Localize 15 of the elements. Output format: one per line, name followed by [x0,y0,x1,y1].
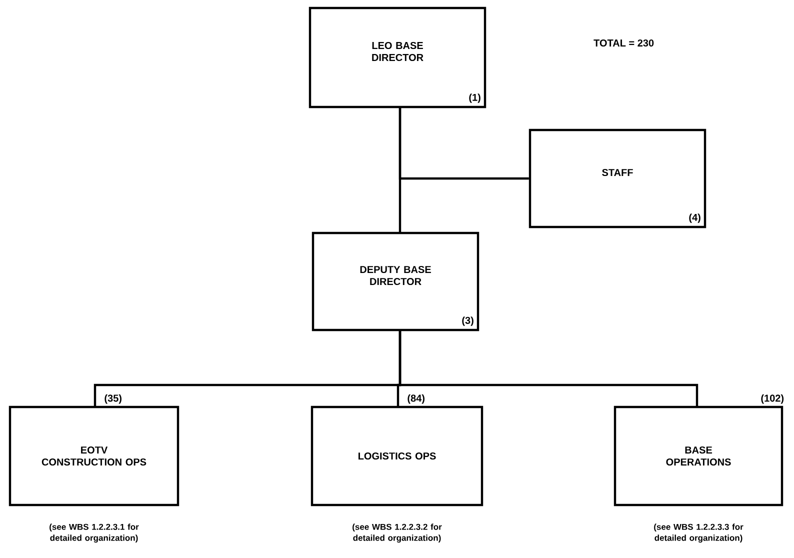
org-box: DEPUTY BASE DIRECTOR (3) [312,232,480,332]
org-box: STAFF (4) [528,128,706,228]
org-box: EOTV CONSTRUCTION OPS [8,406,180,506]
headcount-label: (84) [408,394,424,404]
note-text: (see WBS 1.2.2.3.1 for detailed organization) [50,524,139,543]
note-text: (see WBS 1.2.2.3.2 for detailed organization) [352,524,442,543]
org-box: BASE OPERATIONS [614,406,784,506]
org-box: LOGISTICS OPS [310,406,484,506]
connector-line [398,107,402,233]
headcount-label: (35) [104,394,122,404]
org-box: LEO BASE DIRECTOR (1) [308,6,486,108]
connector-line [398,330,698,407]
headcount-label: (102) [761,394,784,404]
total-label: TOTAL = 230 [594,39,654,47]
note-text: (see WBS 1.2.2.3.3 for detailed organization) [654,524,744,543]
